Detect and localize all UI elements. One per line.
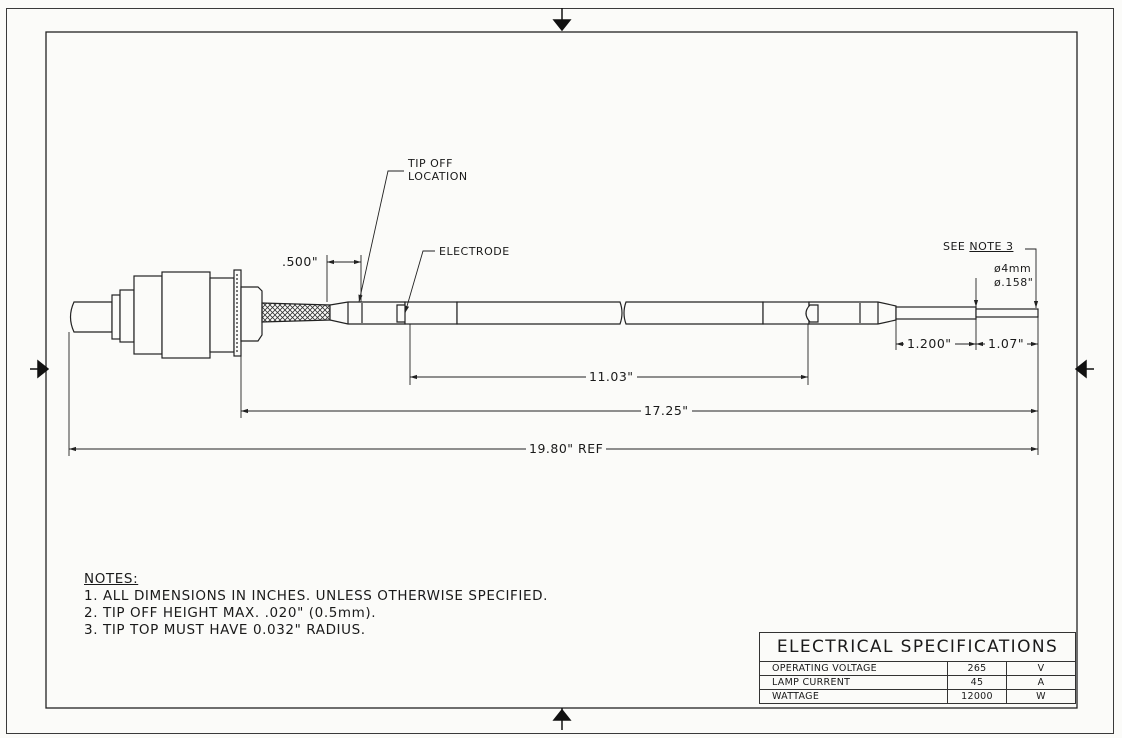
centering-marks xyxy=(30,8,1094,730)
spec-value: 45 xyxy=(947,675,1007,690)
drawing-sheet-outer-border xyxy=(6,8,1114,734)
diameter-inch-label: ø.158" xyxy=(994,276,1034,289)
lamp-tube-right xyxy=(762,301,810,325)
dim-1980-ref: 19.80" REF xyxy=(526,442,607,456)
spec-value: 265 xyxy=(947,661,1007,676)
spec-label: LAMP CURRENT xyxy=(759,675,948,690)
lamp-base-pin xyxy=(69,301,113,333)
note-item: 1. ALL DIMENSIONS IN INCHES. UNLESS OTHE… xyxy=(84,588,549,604)
electrical-specifications-table: ELECTRICAL SPECIFICATIONS OPERATING VOLT… xyxy=(759,632,1076,704)
dim-1200: 1.200" xyxy=(904,337,955,351)
spec-row: WATTAGE 12000 W xyxy=(759,689,1076,704)
spec-value: 12000 xyxy=(947,689,1007,704)
dim-1103: 11.03" xyxy=(586,370,637,384)
spec-row: OPERATING VOLTAGE 265 V xyxy=(759,661,1076,676)
lamp-tube-mid xyxy=(456,301,623,325)
spec-label: WATTAGE xyxy=(759,689,948,704)
spec-row: LAMP CURRENT 45 A xyxy=(759,675,1076,690)
diameter-mm-label: ø4mm xyxy=(994,262,1032,275)
lamp-base-body xyxy=(133,275,163,355)
left-seal xyxy=(329,301,406,325)
notes-block: NOTES: 1. ALL DIMENSIONS IN INCHES. UNLE… xyxy=(84,571,548,639)
note-3-reference: NOTE 3 xyxy=(969,240,1014,253)
tip-off-label: TIP OFF LOCATION xyxy=(408,157,468,183)
right-seal xyxy=(808,301,897,325)
spec-unit: W xyxy=(1006,689,1076,704)
electrode-label: ELECTRODE xyxy=(439,245,510,258)
spec-unit: A xyxy=(1006,675,1076,690)
spec-unit: V xyxy=(1006,661,1076,676)
dim-107: 1.07" xyxy=(985,337,1028,351)
lamp-assembly xyxy=(69,269,1039,359)
specs-title: ELECTRICAL SPECIFICATIONS xyxy=(759,632,1076,662)
see-note-label: SEE NOTE 3 xyxy=(943,240,1014,253)
tip-pin xyxy=(975,308,1039,318)
notes-title: NOTES: xyxy=(84,571,139,587)
note-item: 2. TIP OFF HEIGHT MAX. .020" (0.5mm). xyxy=(84,605,377,621)
spec-label: OPERATING VOLTAGE xyxy=(759,661,948,676)
note-item: 3. TIP TOP MUST HAVE 0.032" RADIUS. xyxy=(84,622,366,638)
lamp-tube-left xyxy=(404,301,458,325)
right-lead xyxy=(895,306,977,320)
dim-1725: 17.25" xyxy=(641,404,692,418)
dim-500: .500" xyxy=(282,254,319,269)
